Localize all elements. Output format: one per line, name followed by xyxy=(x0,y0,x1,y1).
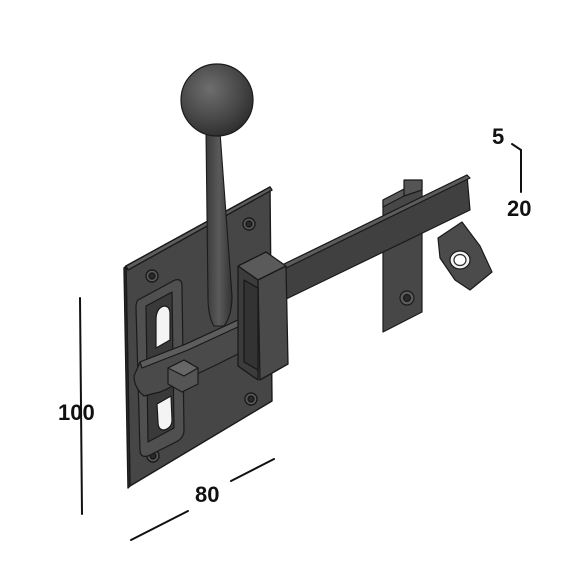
thickness-dimension-line-a xyxy=(511,143,522,151)
upper-slot xyxy=(155,305,171,349)
hex-nut xyxy=(167,359,199,393)
width-dimension-line-right xyxy=(230,458,275,482)
handle-knob xyxy=(180,63,254,137)
dimension-lines xyxy=(79,143,522,541)
lower-slot xyxy=(156,395,173,431)
handle-shaft xyxy=(205,131,233,327)
guide-housing xyxy=(237,251,289,381)
keeper-screw-hole-inner xyxy=(402,293,412,303)
thickness-a-dimension-label: 5 xyxy=(492,124,504,149)
thickness-b-dimension-label: 20 xyxy=(507,196,531,221)
height-dimension-line xyxy=(79,297,83,515)
width-dimension-label: 80 xyxy=(195,482,219,507)
bolt-end-tab xyxy=(437,221,493,291)
width-dimension-line-left xyxy=(130,510,189,541)
height-dimension-label: 100 xyxy=(58,400,95,425)
